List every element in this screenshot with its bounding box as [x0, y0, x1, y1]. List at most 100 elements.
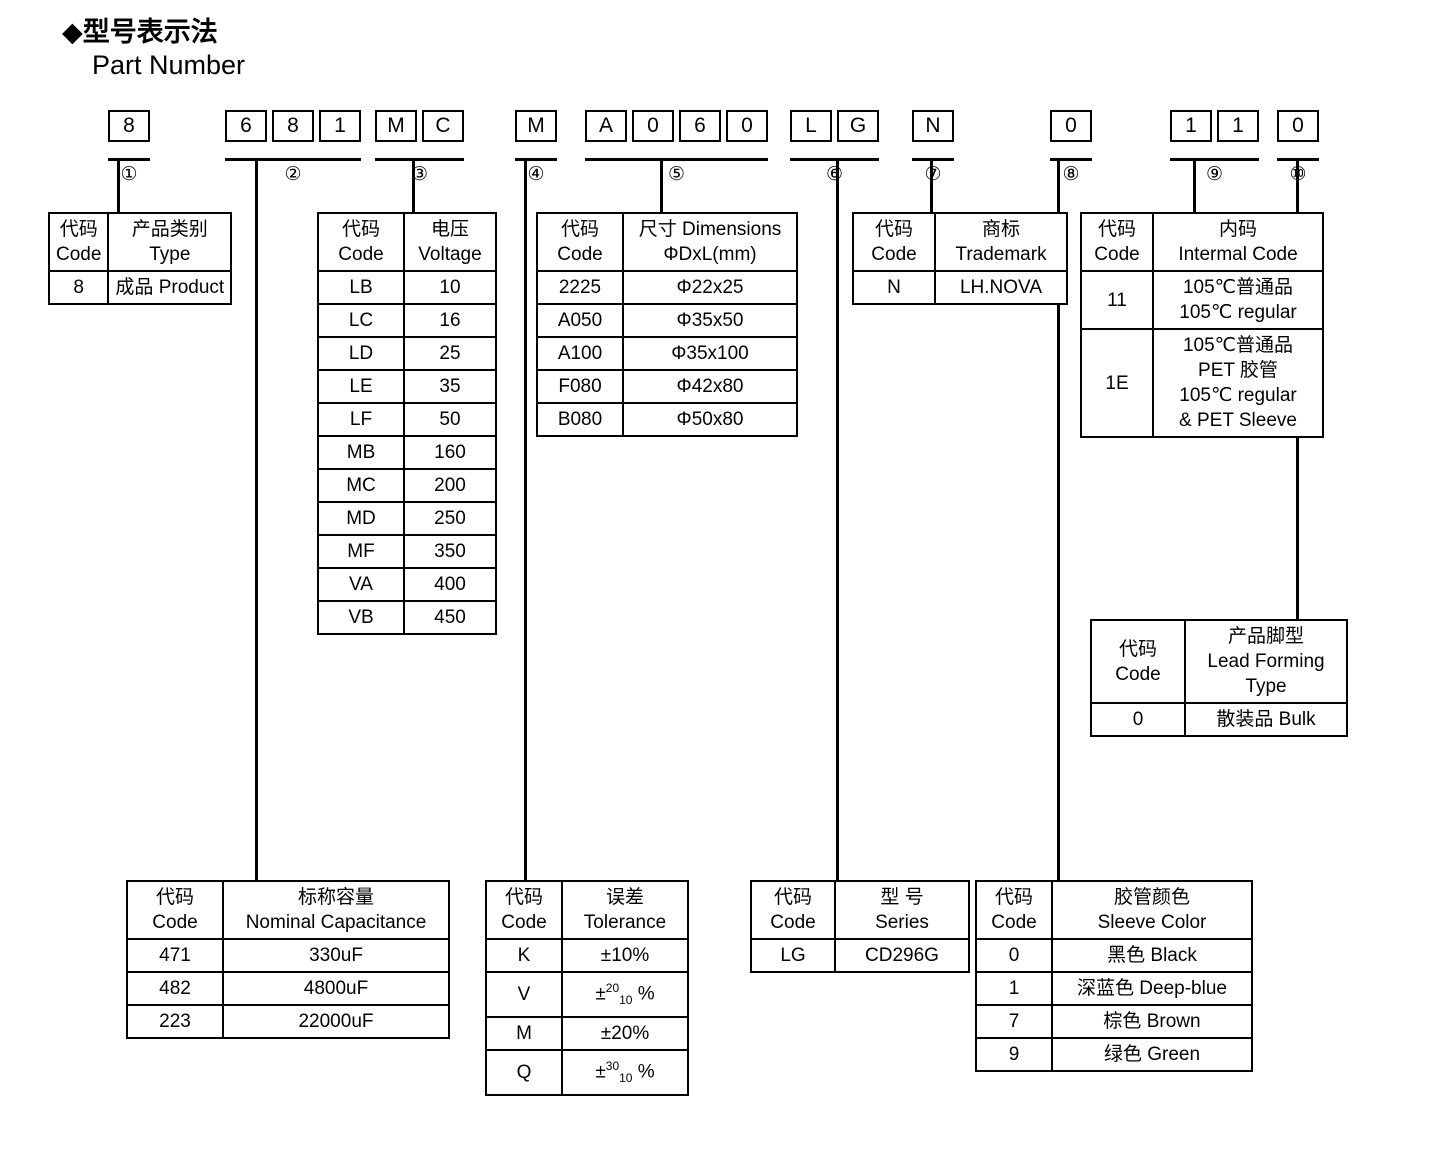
table-tolerance: 代码 Code 误差 Tolerance K±10%V±2010 %M±20%Q… — [485, 880, 689, 1097]
cell-code: MF — [317, 534, 405, 569]
group-marker-3: ③ — [410, 164, 429, 185]
header-code: 代码 Code — [47, 212, 110, 272]
table-row: 代码 Code 内码 Intermal Code — [1080, 212, 1324, 272]
tolerance-lower: 10 — [619, 1071, 633, 1086]
table-row: 1E 105℃普通品 PET 胶管 105℃ regular & PET Sle… — [1080, 328, 1324, 438]
group-drop-line-8 — [1057, 158, 1060, 880]
part-number-char-16: 1 — [1170, 110, 1212, 142]
header-capacitance: 标称容量 Nominal Capacitance — [222, 880, 450, 940]
cell-value: 200 — [403, 468, 497, 503]
header-code: 代码 Code — [317, 212, 405, 272]
group-underline-6 — [790, 158, 879, 161]
part-number-char-10: 6 — [679, 110, 721, 142]
group-underline-1 — [108, 158, 150, 161]
cell-code: K — [485, 938, 563, 973]
group-underline-4 — [515, 158, 557, 161]
cell-value: Φ42x80 — [622, 369, 798, 404]
cell-code: B080 — [536, 402, 624, 437]
cell-value: Φ35x100 — [622, 336, 798, 371]
cell-value: CD296G — [834, 938, 970, 973]
cell-code: 7 — [975, 1004, 1053, 1039]
group-drop-line-6 — [836, 158, 839, 880]
group-underline-8 — [1050, 158, 1092, 161]
cell-code: LG — [750, 938, 836, 973]
cell-value: 350 — [403, 534, 497, 569]
group-drop-line-3 — [412, 158, 415, 212]
cell-value: 10 — [403, 270, 497, 305]
part-number-char-15: 0 — [1050, 110, 1092, 142]
table-row: M±20% — [485, 1016, 689, 1052]
group-underline-7 — [912, 158, 954, 161]
cell-value: 黑色 Black — [1051, 938, 1253, 973]
cell-code: 1E — [1080, 328, 1154, 438]
cell-value: 25 — [403, 336, 497, 371]
cell-value: ±10% — [561, 938, 689, 973]
cell-value: 105℃普通品 105℃ regular — [1152, 270, 1324, 330]
cell-code: M — [485, 1016, 563, 1052]
cell-code: MD — [317, 501, 405, 536]
cell-code: A050 — [536, 303, 624, 338]
group-marker-5: ⑤ — [667, 164, 686, 185]
header-code: 代码 Code — [1080, 212, 1154, 272]
cell-code: V — [485, 970, 563, 1019]
part-number-char-11: 0 — [726, 110, 768, 142]
cell-value: ±20% — [561, 1016, 689, 1052]
table-row: 代码 Code 型 号 Series — [750, 880, 970, 940]
group-drop-line-2 — [255, 158, 258, 880]
page-title-cn: ◆型号表示法 — [62, 17, 218, 47]
group-marker-2: ② — [284, 164, 302, 185]
table-row: LG CD296G — [750, 938, 970, 973]
cell-value: ±3010 % — [561, 1049, 689, 1097]
header-series: 型 号 Series — [834, 880, 970, 940]
part-number-char-5: M — [375, 110, 417, 142]
cell-code: 1 — [975, 971, 1053, 1006]
cell-code: 482 — [126, 971, 224, 1006]
cell-value: 22000uF — [222, 1004, 450, 1039]
cell-value: 35 — [403, 369, 497, 404]
table-internal-code: 代码 Code 内码 Intermal Code 11 105℃普通品 105℃… — [1080, 212, 1324, 438]
cell-value: LH.NOVA — [934, 270, 1068, 305]
cell-value: 棕色 Brown — [1051, 1004, 1253, 1039]
cell-value: 450 — [403, 600, 497, 635]
part-number-char-9: 0 — [632, 110, 674, 142]
table-row: Q±3010 % — [485, 1049, 689, 1097]
cell-code: 471 — [126, 938, 224, 973]
part-number-char-18: 0 — [1277, 110, 1319, 142]
table-row: 8 成品 Product — [47, 270, 233, 305]
header-code: 代码 Code — [1090, 619, 1186, 704]
cell-value: 105℃普通品 PET 胶管 105℃ regular & PET Sleeve — [1152, 328, 1324, 438]
cell-value: 160 — [403, 435, 497, 470]
cell-value: Φ35x50 — [622, 303, 798, 338]
part-number-char-13: G — [837, 110, 879, 142]
cell-value: 4800uF — [222, 971, 450, 1006]
table-row: 代码 Code 产品脚型 Lead Forming Type — [1090, 619, 1348, 704]
group-marker-6: ⑥ — [825, 164, 844, 185]
cell-value: 散装品 Bulk — [1184, 702, 1348, 737]
group-underline-2 — [225, 158, 361, 161]
cell-code: 0 — [975, 938, 1053, 973]
group-drop-line-1 — [117, 158, 120, 212]
table-row: 代码 Code 电压 Voltage — [317, 212, 497, 272]
table-row: 代码 Code 标称容量 Nominal Capacitance — [126, 880, 450, 940]
part-number-char-7: M — [515, 110, 557, 142]
header-code: 代码 Code — [975, 880, 1053, 940]
part-number-char-4: 1 — [319, 110, 361, 142]
part-number-char-3: 8 — [272, 110, 314, 142]
group-marker-1: ① — [120, 164, 138, 185]
cell-code: F080 — [536, 369, 624, 404]
group-underline-9 — [1170, 158, 1259, 161]
header-code: 代码 Code — [852, 212, 936, 272]
